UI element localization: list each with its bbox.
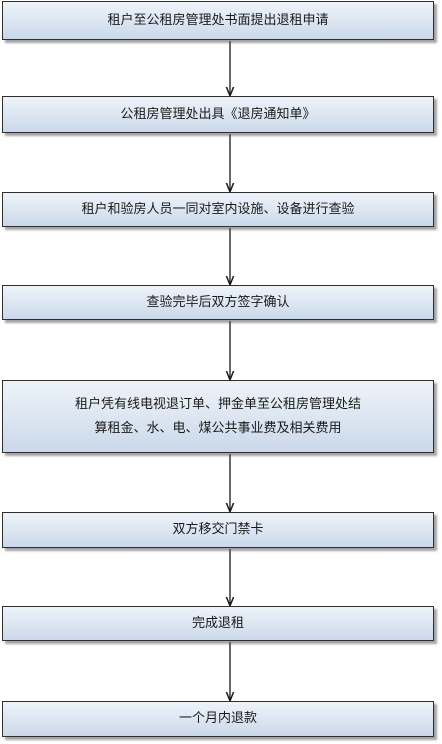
step-6-hand-over-access-card: 双方移交门禁卡 bbox=[2, 512, 434, 548]
step-4-sign-confirmation: 查验完毕后双方签字确认 bbox=[2, 285, 434, 320]
step-8-refund-within-month: 一个月内退款 bbox=[2, 701, 434, 737]
step-7-complete-termination: 完成退租 bbox=[2, 606, 434, 641]
step-5-settle-fees: 租户凭有线电视退订单、押金单至公租房管理处结算租金、水、电、煤公共事业费及相关费… bbox=[2, 380, 434, 453]
step-6-text: 双方移交门禁卡 bbox=[172, 522, 264, 537]
step-5-text: 租户凭有线电视退订单、押金单至公租房管理处结算租金、水、电、煤公共事业费及相关费… bbox=[74, 396, 361, 436]
step-7-text: 完成退租 bbox=[191, 615, 244, 631]
step-2-issue-notice: 公租房管理处出具《退房通知单》 bbox=[2, 96, 434, 133]
step-4-text: 查验完毕后双方签字确认 bbox=[146, 294, 290, 310]
step-8-text: 一个月内退款 bbox=[178, 711, 257, 726]
step-2-text: 公租房管理处出具《退房通知单》 bbox=[120, 106, 316, 122]
step-1-text: 租户至公租房管理处书面提出退租申请 bbox=[107, 12, 329, 28]
step-3-joint-inspection: 租户和验房人员一同对室内设施、设备进行查验 bbox=[2, 192, 434, 227]
step-3-text: 租户和验房人员一同对室内设施、设备进行查验 bbox=[81, 201, 355, 217]
step-1-submit-application: 租户至公租房管理处书面提出退租申请 bbox=[2, 1, 434, 40]
